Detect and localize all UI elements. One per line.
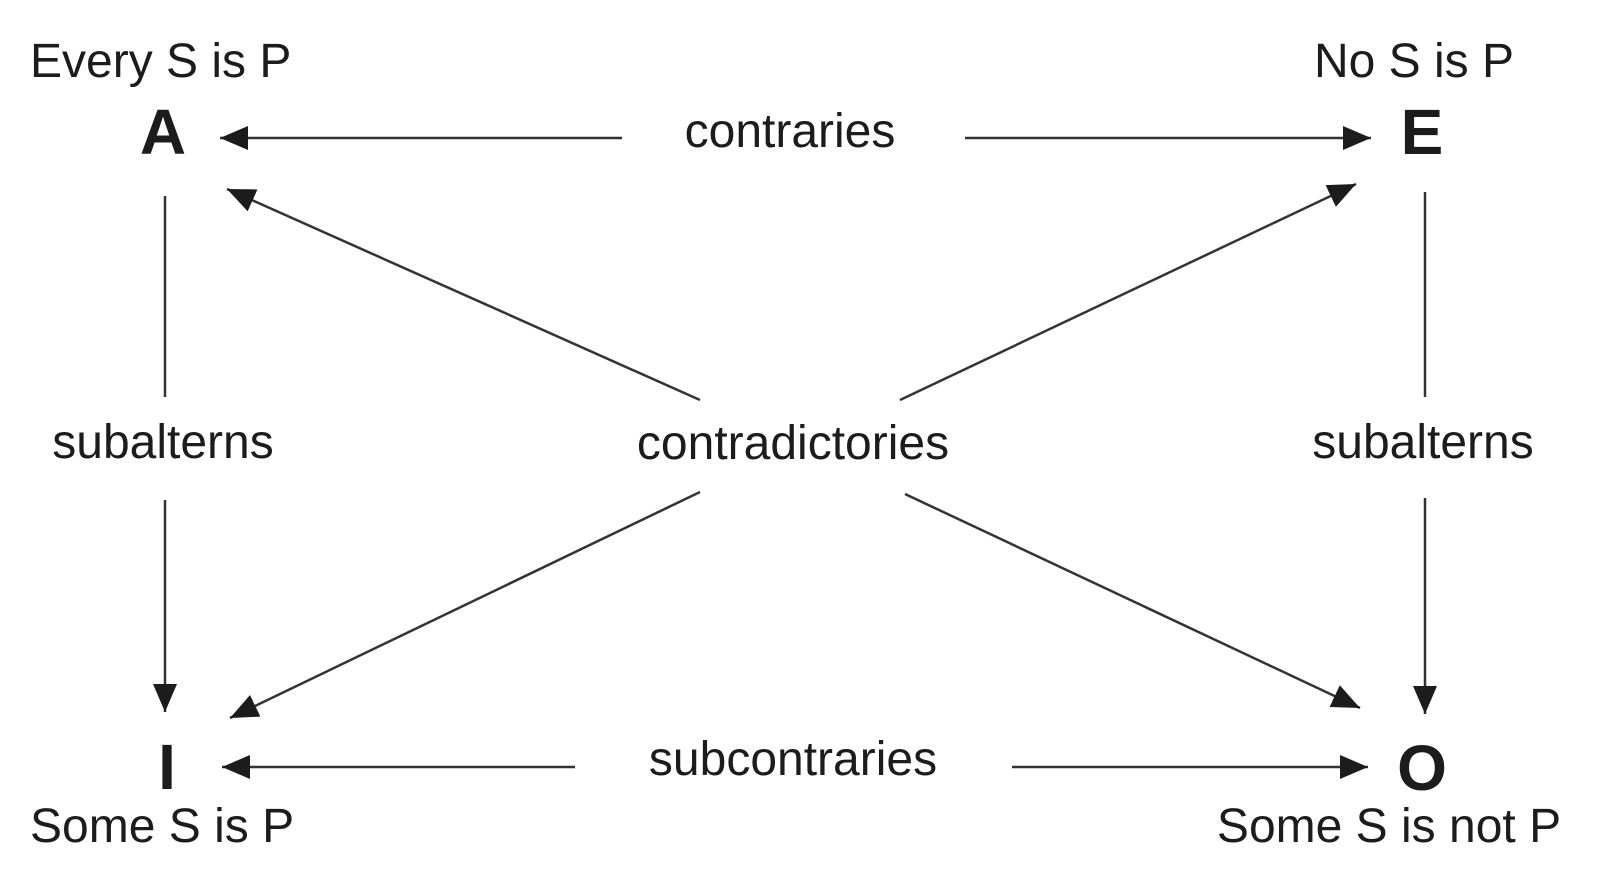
subalterns-right-label: subalterns [1312,416,1534,469]
node-e-statement: No S is P [1313,35,1515,88]
contradictories-arrow-to-i [229,490,701,720]
contraries-label: contraries [684,105,896,158]
node-a-statement: Every S is P [30,35,292,88]
subalterns-left-label: subalterns [52,416,274,469]
node-o-statement: Some S is not P [1216,800,1562,853]
node-o-letter: O [1397,732,1447,804]
node-a-letter: A [139,96,187,168]
node-i-statement: Some S is P [30,800,295,853]
contradictories-arrow-to-o [904,492,1361,710]
node-e-letter: E [1400,96,1444,168]
node-i-letter: I [158,731,176,803]
contradictories-label: contradictories [636,417,950,470]
contradictories-arrow-to-e [899,182,1357,402]
subcontraries-label: subcontraries [648,733,938,786]
contradictories-arrow-to-a [226,187,701,402]
